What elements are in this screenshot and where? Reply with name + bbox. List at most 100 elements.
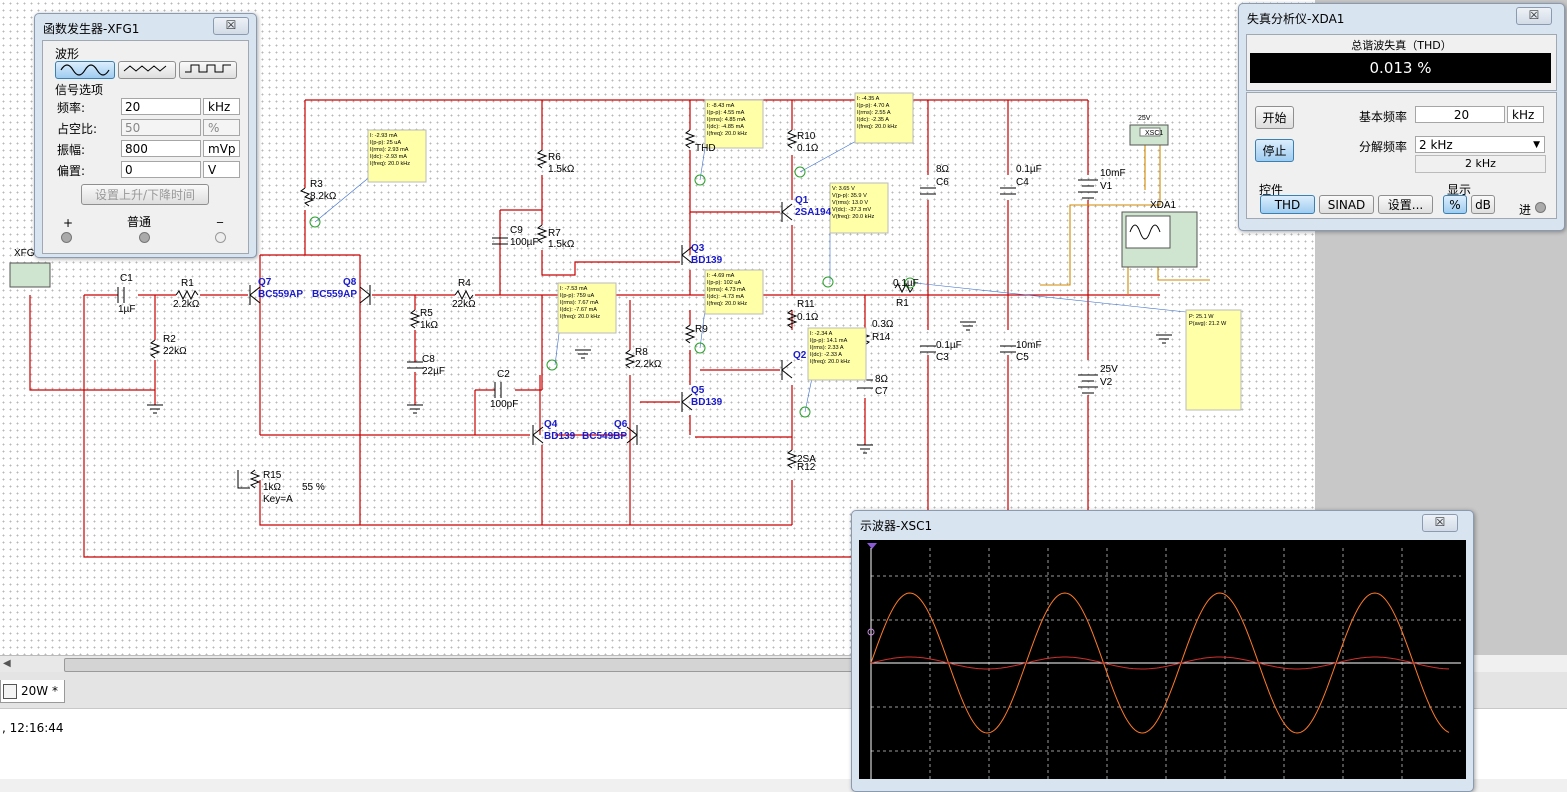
schematic-label: C7: [875, 386, 888, 397]
schematic-label: C4: [1016, 177, 1029, 188]
schematic-label: 1µF: [118, 304, 135, 315]
schematic-label: R2: [163, 334, 176, 345]
amplitude-input[interactable]: 800: [121, 140, 201, 157]
start-button[interactable]: 开始: [1255, 106, 1294, 129]
schematic-label: 8.2kΩ: [310, 191, 337, 202]
duty-cycle-input[interactable]: 50: [121, 119, 201, 136]
measurement-note: I(rms): 4.73 mA: [707, 287, 746, 293]
measurement-note: I(freq): 20.0 kHz: [560, 314, 600, 320]
amplitude-label: 振幅:: [57, 143, 86, 157]
schematic-label: BC549BP: [582, 431, 627, 442]
schematic-label: Key=A: [263, 494, 293, 505]
fundamental-frequency-input[interactable]: 20: [1415, 106, 1505, 123]
db-display-button[interactable]: dB: [1471, 195, 1495, 214]
oscilloscope-screen[interactable]: [859, 540, 1466, 779]
close-icon[interactable]: ☒: [1516, 7, 1552, 25]
scroll-thumb[interactable]: [64, 658, 866, 672]
measurement-note: I: -4.35 A: [857, 96, 880, 102]
minus-terminal-icon[interactable]: [215, 232, 226, 243]
common-terminal-label: 普通: [127, 215, 152, 229]
measurement-note: I: -7.53 mA: [560, 286, 588, 292]
measurement-note: I(freq): 20.0 kHz: [810, 359, 850, 365]
schematic-label: R5: [420, 308, 433, 319]
rise-fall-time-button[interactable]: 设置上升/下降时间: [81, 184, 209, 205]
frequency-label: 频率:: [57, 101, 86, 115]
amplitude-unit[interactable]: mVp: [203, 140, 240, 157]
input-terminal-icon[interactable]: [1535, 202, 1546, 213]
channel-marker-icon: [867, 628, 875, 636]
schematic-label: R8: [635, 347, 648, 358]
schematic-label: C6: [936, 177, 949, 188]
offset-input[interactable]: 0: [121, 161, 201, 178]
measurement-note: I(dc): -7.67 mA: [560, 307, 597, 313]
schematic-label: 0.1µF: [936, 340, 962, 351]
schematic-label: Q3: [691, 243, 705, 254]
measurement-note: I(p-p): 4.55 mA: [707, 110, 745, 116]
chevron-down-icon[interactable]: ▼: [1533, 140, 1540, 150]
thd-readout: 0.013 %: [1250, 53, 1551, 83]
frequency-unit[interactable]: kHz: [203, 98, 240, 115]
schematic-label: C8: [422, 354, 435, 365]
schematic-label: R15: [263, 470, 282, 481]
plus-terminal-icon[interactable]: [61, 232, 72, 243]
measurement-note: P: 25.1 W: [1189, 314, 1214, 320]
schematic-label: BD139: [691, 397, 723, 408]
schematic-label: 2SA: [797, 454, 816, 465]
measurement-note: I(freq): 20.0 kHz: [370, 161, 410, 167]
percent-display-button[interactable]: %: [1443, 195, 1467, 214]
offset-unit[interactable]: V: [203, 161, 240, 178]
close-icon[interactable]: ☒: [213, 17, 249, 35]
schematic-label: 100µF: [510, 237, 539, 248]
sinad-mode-button[interactable]: SINAD: [1319, 195, 1374, 214]
close-icon[interactable]: ☒: [1422, 514, 1458, 532]
controls-label: 控件: [1259, 183, 1284, 197]
scroll-left-icon[interactable]: ◀: [3, 658, 11, 669]
common-terminal-icon[interactable]: [139, 232, 150, 243]
note-boxes: [367, 92, 1242, 411]
minus-terminal-label: _: [217, 209, 223, 223]
schematic-label: 1kΩ: [420, 320, 439, 331]
function-generator-window: 函数发生器-XFG1 ☒ 波形 信号选项 频率: 20 kHz 占空比: 50 …: [34, 13, 257, 258]
schematic-label: Q4: [544, 419, 558, 430]
tab-label: 20W *: [21, 684, 58, 698]
fundamental-frequency-label: 基本频率: [1359, 110, 1408, 124]
measurement-note: V(freq): 20.0 kHz: [832, 214, 874, 220]
file-icon: [3, 684, 17, 699]
analyzer-controls-panel: 开始 停止 基本频率 20 kHz 分解频率 2 kHz ▼ 2 kHz 控件 …: [1246, 92, 1557, 219]
frequency-input[interactable]: 20: [121, 98, 201, 115]
schematic-label: 0.1µF: [893, 278, 919, 289]
schematic-label: R3: [310, 179, 323, 190]
measurement-note: V(dc): -37.3 mV: [832, 207, 871, 213]
measurement-note: I(p-p): 4.70 A: [857, 103, 890, 109]
schematic-label: BD139: [544, 431, 576, 442]
resolution-select-value: 2 kHz: [1419, 138, 1453, 152]
measurement-note: V: 3.65 V: [832, 186, 855, 192]
sine-wave-button[interactable]: [55, 61, 115, 79]
measurement-note: I(dc): -2.35 A: [857, 117, 889, 123]
settings-button[interactable]: 设置...: [1378, 195, 1433, 214]
schematic-label: 8Ω: [875, 374, 889, 385]
schematic-label: 22µF: [422, 366, 445, 377]
fundamental-frequency-unit[interactable]: kHz: [1507, 106, 1544, 123]
schematic-label: V2: [1100, 377, 1113, 388]
schematic-label: BD139: [691, 255, 723, 266]
schematic-label: R1: [181, 278, 194, 289]
thd-mode-button[interactable]: THD: [1260, 195, 1315, 214]
schematic-label: R9: [695, 324, 708, 335]
schematic-label: 1kΩ: [263, 482, 282, 493]
waveform-label: 波形: [55, 47, 80, 61]
schematic-label: 10mF: [1016, 340, 1042, 351]
measurement-note: I(p-p): 759 uA: [560, 293, 594, 299]
stop-button[interactable]: 停止: [1255, 139, 1294, 162]
tab-20w[interactable]: 20W *: [0, 680, 65, 703]
schematic-label: XSC1: [1145, 130, 1163, 137]
square-wave-button[interactable]: [179, 61, 237, 79]
schematic-label: 0.1µF: [1016, 164, 1042, 175]
triangle-wave-button[interactable]: [118, 61, 176, 79]
duty-cycle-unit: %: [203, 119, 240, 136]
measurement-note: I(p-p): 25 uA: [370, 140, 401, 146]
schematic-label: Q8: [343, 277, 357, 288]
resolution-select[interactable]: 2 kHz ▼: [1415, 136, 1545, 153]
measurement-note: I(rms): 4.85 mA: [707, 117, 746, 123]
instrument-wires: [1040, 145, 1210, 295]
